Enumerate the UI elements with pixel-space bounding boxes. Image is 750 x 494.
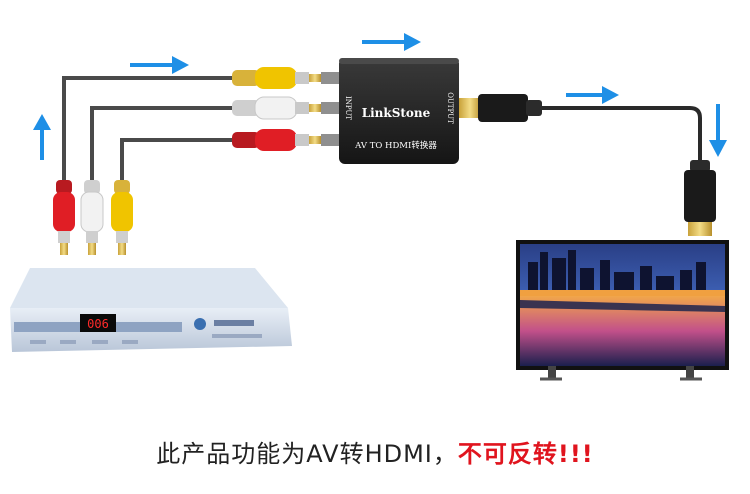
converter-model: AV TO HDMI转换器 xyxy=(354,140,437,151)
arrow-right-icon xyxy=(362,33,421,51)
hdmi-plug-converter xyxy=(459,94,542,122)
arrow-right-icon xyxy=(566,86,619,104)
converter-brand: LinkStone xyxy=(362,106,431,120)
rca-cable-yellow xyxy=(120,138,240,187)
caption: 此产品功能为AV转HDMI，不可反转!!! xyxy=(0,434,750,469)
input-jacks xyxy=(321,72,339,146)
cables xyxy=(62,76,702,187)
caption-text: 此产品功能为AV转HDMI， xyxy=(156,440,458,468)
set-top-box: 006 xyxy=(10,268,292,352)
rca-plug-red-bottom xyxy=(232,129,321,151)
converter-box: LinkStone AV TO HDMI转换器 INPUT OUTPUT xyxy=(339,58,459,164)
rca-cable-red xyxy=(62,76,240,187)
output-label: OUTPUT xyxy=(446,92,454,124)
hdmi-plug-tv xyxy=(684,160,716,236)
rca-plug-red-top xyxy=(232,67,321,89)
hdmi-cable xyxy=(538,106,702,167)
arrow-right-icon xyxy=(130,56,189,74)
rca-plug-white-mid xyxy=(232,96,321,120)
television xyxy=(516,240,729,381)
caption-warning: 不可反转!!! xyxy=(457,440,594,468)
arrows xyxy=(33,33,727,160)
rca-plug-vertical-red xyxy=(53,180,75,255)
stb-display: 006 xyxy=(87,317,109,331)
rca-plug-vertical-white xyxy=(80,180,104,255)
rca-plug-vertical-yellow xyxy=(111,180,133,255)
input-label: INPUT xyxy=(344,96,352,120)
rca-cable-white xyxy=(90,106,240,187)
arrow-up-icon xyxy=(33,114,51,160)
arrow-down-icon xyxy=(709,104,727,157)
